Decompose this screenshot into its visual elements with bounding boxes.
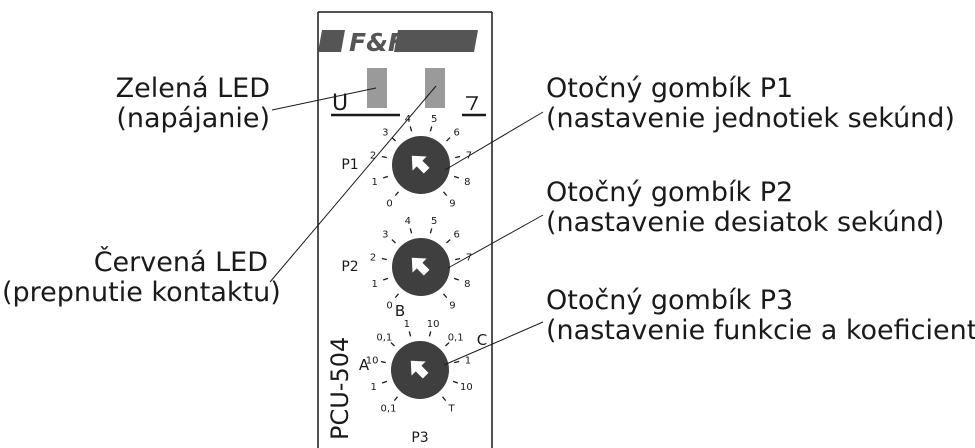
p2-scale-label: 4: [405, 216, 411, 227]
p2-scale-tick: [394, 293, 400, 299]
knob-arrow-icon: [410, 360, 429, 379]
p1-scale-tick: [455, 155, 461, 159]
p2-scale-tick: [429, 228, 433, 234]
p3-scale-label: T: [447, 404, 455, 415]
p2-scale-label: 6: [453, 229, 459, 240]
p3-scale-tick: [408, 331, 412, 337]
p2-scale-tick: [409, 228, 413, 234]
callout-red-led: Červená LED (prepnutie kontaktu): [2, 247, 281, 308]
callout-green-led-desc: (napájanie): [116, 103, 270, 134]
p2-name-label: P2: [341, 259, 358, 275]
knob-arrow-icon: [411, 155, 430, 174]
p3-scale-label: 0,1: [448, 332, 464, 343]
p1-scale-tick: [442, 191, 448, 197]
led-symbol-u: U: [332, 91, 348, 116]
model-label: PCU-504: [326, 337, 354, 440]
p3-name-label: P3: [411, 430, 428, 446]
leader-knob-p2: [447, 214, 544, 269]
leader-green-led: [271, 87, 377, 111]
p2-scale-tick: [455, 257, 461, 261]
p3-scale-tick: [381, 380, 388, 384]
p3-scale-label: 0,1: [381, 404, 397, 415]
p3-scale-label: 1: [404, 319, 410, 330]
red-led: [425, 68, 445, 108]
knob-p1[interactable]: 0123456789P1: [341, 114, 472, 210]
p2-scale-label: 2: [370, 253, 376, 264]
callout-knob-p3-desc: (nastavenie funkcie a koeficientu): [546, 315, 975, 346]
p1-scale-tick: [453, 175, 460, 179]
knob-p3[interactable]: 0,1 1 10 0,1 1 10 0,1 1 10T P3 A B C: [359, 302, 487, 446]
p3-group-label: B: [395, 302, 405, 320]
p3-scale-label: 1: [370, 382, 376, 393]
p1-scale-tick: [382, 175, 389, 179]
relay-symbol-icon: [466, 96, 479, 111]
p2-scale-tick: [381, 257, 387, 261]
callout-knob-p3-title: Otočný gombík P3: [546, 285, 794, 316]
p2-scale-label: 9: [449, 301, 455, 312]
p1-scale-tick: [381, 155, 387, 159]
p2-scale-label: 1: [371, 279, 377, 290]
p2-scale-tick: [446, 239, 451, 244]
p3-scale-tick: [452, 380, 459, 384]
p2-scale-tick: [382, 277, 389, 281]
p2-scale-label: 8: [464, 279, 470, 290]
p2-scale-label: 7: [466, 253, 472, 264]
p1-scale-label: 1: [371, 177, 377, 188]
p2-scale-label: 0: [386, 301, 392, 312]
p1-scale-tick: [409, 126, 413, 132]
p1-scale-label: 0: [386, 199, 392, 210]
p3-scale-tick: [393, 396, 399, 402]
callout-knob-p1: Otočný gombík P1 (nastavenie jednotiek s…: [546, 74, 955, 134]
p3-scale-label: 10: [427, 319, 440, 330]
p3-scale-label: 0,1: [376, 332, 392, 343]
callout-green-led-title: Zelená LED: [115, 73, 270, 104]
green-led: [367, 68, 387, 108]
p1-scale-tick: [429, 126, 433, 132]
knob-arrow-icon: [411, 257, 430, 276]
callout-green-led: Zelená LED (napájanie): [100, 74, 270, 134]
p3-group-label: A: [359, 356, 370, 374]
p3-scale-label: 10: [366, 356, 379, 367]
callout-knob-p3: Otočný gombík P3 (nastavenie funkcie a k…: [546, 286, 975, 346]
p3-scale-tick: [445, 342, 450, 347]
p3-scale-tick: [390, 342, 395, 347]
p2-scale-tick: [442, 293, 448, 299]
p2-scale-tick: [453, 277, 460, 281]
knob-p2[interactable]: 01 2 3 4 5 6 7 89 P2: [341, 216, 472, 312]
callout-knob-p1-title: Otočný gombík P1: [546, 73, 794, 104]
p1-scale-label: 9: [449, 199, 455, 210]
p1-name-label: P1: [341, 157, 358, 173]
p1-scale-label: 3: [382, 127, 388, 138]
p1-scale-tick: [394, 191, 400, 197]
p1-scale-label: 2: [370, 151, 376, 162]
p3-scale-tick: [428, 331, 432, 337]
p1-scale-tick: [446, 137, 451, 142]
callout-knob-p1-desc: (nastavenie jednotiek sekúnd): [546, 103, 955, 134]
p3-scale-label: 1: [465, 356, 471, 367]
p1-scale-label: 5: [431, 114, 437, 125]
leader-knob-p3: [443, 321, 544, 366]
brand-text: F&F: [349, 28, 405, 57]
p1-scale-tick: [391, 137, 396, 142]
callout-knob-p2-title: Otočný gombík P2: [546, 177, 794, 208]
p2-scale-label: 3: [382, 229, 388, 240]
leader-knob-p1: [444, 111, 544, 171]
p2-scale-tick: [391, 239, 396, 244]
p1-scale-label: 8: [464, 177, 470, 188]
callout-knob-p2-desc: (nastavenie desiatok sekúnd): [546, 207, 945, 238]
p3-scale-tick: [441, 396, 447, 402]
p2-scale-label: 5: [431, 216, 437, 227]
p3-scale-tick: [454, 360, 460, 364]
p3-scale-label: 10: [460, 382, 473, 393]
callout-red-led-desc: (prepnutie kontaktu): [2, 277, 281, 308]
leader-red-led: [269, 85, 437, 283]
p1-scale-label: 6: [453, 127, 459, 138]
callout-knob-p2: Otočný gombík P2 (nastavenie desiatok se…: [546, 178, 944, 238]
brand-logo: F&F: [318, 28, 478, 57]
p3-scale-tick: [380, 360, 386, 364]
p3-group-label: C: [477, 331, 487, 349]
callout-red-led-title: Červená LED: [93, 247, 268, 278]
